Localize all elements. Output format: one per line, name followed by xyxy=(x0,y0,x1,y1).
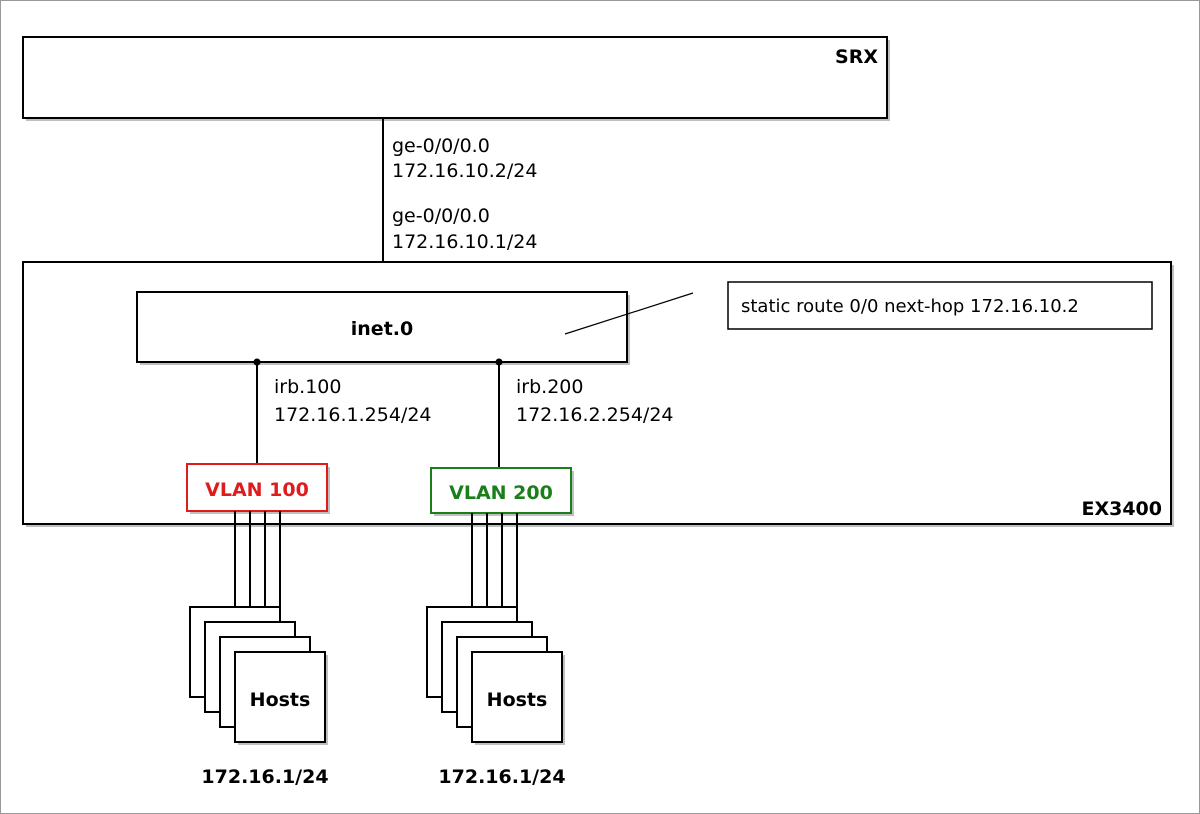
vlan100-hosts-label: Hosts xyxy=(250,689,311,711)
irb100-address: 172.16.1.254/24 xyxy=(274,404,432,426)
ex3400-label: EX3400 xyxy=(1081,498,1162,520)
vlan200-label: VLAN 200 xyxy=(449,482,553,504)
annotation-leader-line xyxy=(564,292,694,335)
srx-interface-label: ge-0/0/0.0 xyxy=(392,135,490,157)
vlan100-label: VLAN 100 xyxy=(205,479,309,501)
ex-interface-label: ge-0/0/0.0 xyxy=(392,205,490,227)
srx-device: SRX xyxy=(22,36,890,121)
irb200-name: irb.200 xyxy=(516,376,583,398)
irb200-address: 172.16.2.254/24 xyxy=(516,404,674,426)
ex-address-label: 172.16.10.1/24 xyxy=(392,231,537,253)
static-route-text: static route 0/0 next-hop 172.16.10.2 xyxy=(741,296,1079,317)
vlan100-subnet: 172.16.1/24 xyxy=(201,766,328,788)
srx-label: SRX xyxy=(835,46,878,68)
srx-address-label: 172.16.10.2/24 xyxy=(392,160,537,182)
routing-table-box: inet.0 xyxy=(136,291,630,365)
vlan200-hosts-stack: Hosts xyxy=(426,606,565,745)
vlan100-hosts-stack: Hosts xyxy=(189,606,328,745)
irb100-name: irb.100 xyxy=(274,376,341,398)
vlan100-box: VLAN 100 xyxy=(186,463,330,514)
vlan200-hosts-label: Hosts xyxy=(487,689,548,711)
vlan200-subnet: 172.16.1/24 xyxy=(438,766,565,788)
static-route-annotation: static route 0/0 next-hop 172.16.10.2 xyxy=(727,281,1153,330)
vlan200-box: VLAN 200 xyxy=(430,467,574,516)
routing-table-label: inet.0 xyxy=(351,318,413,340)
